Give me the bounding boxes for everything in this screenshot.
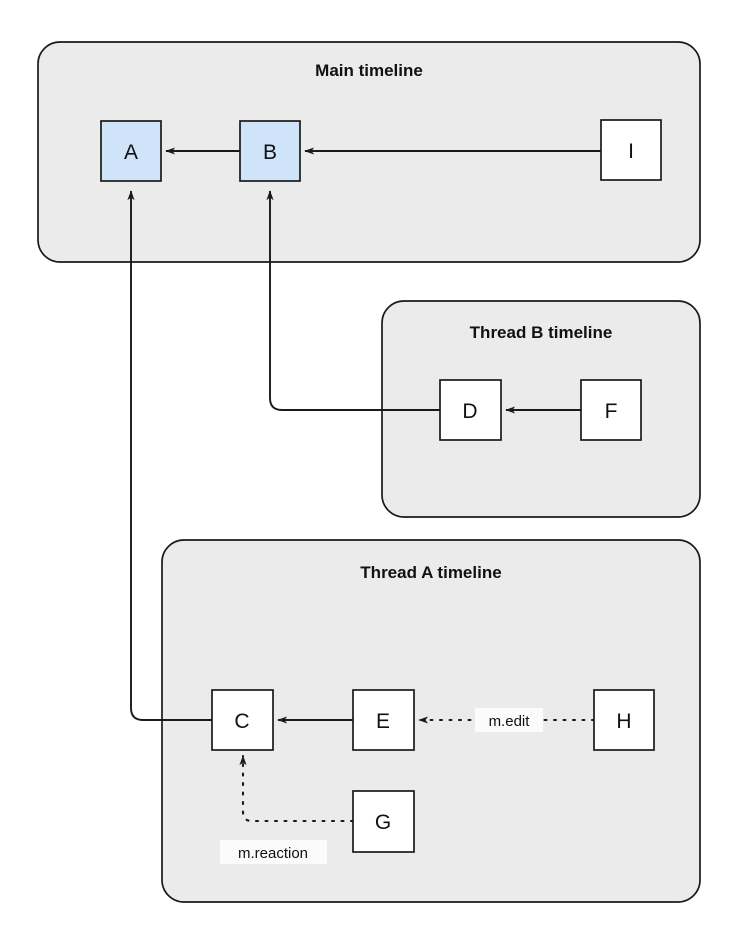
group-thread-b-rect bbox=[381, 300, 701, 518]
edge-g-to-c bbox=[239, 754, 355, 823]
node-I[interactable]: I bbox=[600, 119, 662, 181]
node-C-label: C bbox=[234, 710, 249, 733]
node-H[interactable]: H bbox=[593, 689, 655, 751]
node-F[interactable]: F bbox=[580, 379, 642, 441]
node-I-label: I bbox=[628, 140, 634, 163]
node-A[interactable]: A bbox=[100, 120, 162, 182]
edge-label-m-reaction: m.reaction bbox=[220, 840, 327, 864]
node-D[interactable]: D bbox=[439, 379, 502, 441]
edge-label-m-reaction-bg bbox=[220, 840, 327, 864]
node-G-label: G bbox=[375, 811, 391, 834]
group-thread-b-timeline: Thread B timeline bbox=[381, 300, 701, 518]
edge-label-m-edit-bg bbox=[475, 708, 543, 732]
node-B[interactable]: B bbox=[239, 120, 301, 182]
group-main-title: Main timeline bbox=[315, 61, 423, 80]
node-F-box[interactable] bbox=[580, 379, 642, 441]
group-main-timeline: Main timeline bbox=[37, 41, 701, 263]
node-C-box[interactable] bbox=[211, 689, 274, 751]
node-D-label: D bbox=[462, 400, 477, 423]
node-E[interactable]: E bbox=[352, 689, 415, 751]
edge-label-m-edit-text: m.edit bbox=[489, 713, 531, 730]
group-main-rect bbox=[37, 41, 701, 263]
node-A-label: A bbox=[124, 141, 138, 164]
node-D-box[interactable] bbox=[439, 379, 502, 441]
node-E-box[interactable] bbox=[352, 689, 415, 751]
group-thread-a-title: Thread A timeline bbox=[360, 563, 501, 582]
node-A-box[interactable] bbox=[100, 120, 162, 182]
node-I-box[interactable] bbox=[600, 119, 662, 181]
node-H-box[interactable] bbox=[593, 689, 655, 751]
node-B-label: B bbox=[263, 141, 277, 164]
node-G[interactable]: G bbox=[352, 790, 415, 853]
node-B-box[interactable] bbox=[239, 120, 301, 182]
node-G-box[interactable] bbox=[352, 790, 415, 853]
node-F-label: F bbox=[605, 400, 618, 423]
edge-d-to-b bbox=[266, 190, 440, 411]
node-H-label: H bbox=[616, 710, 631, 733]
node-C[interactable]: C bbox=[211, 689, 274, 751]
edge-c-to-a bbox=[127, 190, 212, 721]
group-thread-b-title: Thread B timeline bbox=[470, 323, 613, 342]
edge-label-m-reaction-text: m.reaction bbox=[238, 845, 308, 862]
edge-label-m-edit: m.edit bbox=[475, 708, 543, 732]
node-E-label: E bbox=[376, 710, 390, 733]
